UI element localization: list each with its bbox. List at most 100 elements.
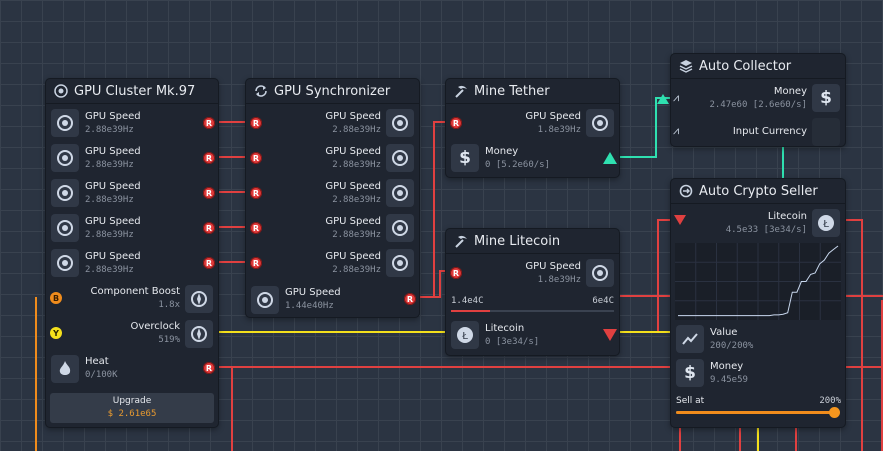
heat-value: 0/100K bbox=[85, 370, 118, 380]
output-value: 2.88e39Hz bbox=[85, 160, 134, 170]
output-value: 2.88e39Hz bbox=[85, 195, 134, 205]
input-value: 2.88e39Hz bbox=[332, 160, 381, 170]
node-title: Auto Collector bbox=[699, 58, 792, 74]
dollar-icon: $ bbox=[812, 84, 840, 112]
price-chart-svg bbox=[675, 243, 841, 320]
auto-crypto-seller-node[interactable]: Auto Crypto Seller Litecoin 4.5e33 [3e34… bbox=[670, 178, 846, 428]
node-header[interactable]: Auto Crypto Seller bbox=[671, 179, 845, 204]
sync-icon bbox=[254, 84, 268, 98]
price-chart bbox=[675, 243, 841, 320]
input-port[interactable]: R bbox=[250, 152, 262, 164]
output-value: 2.88e39Hz bbox=[85, 230, 134, 240]
output-value: 2.88e39Hz bbox=[85, 265, 134, 275]
boost-value: 1.8x bbox=[158, 300, 180, 310]
money-input: ⩘ Money 2.47e60 [2.6e60/s] $ bbox=[657, 82, 845, 115]
node-header[interactable]: Mine Litecoin bbox=[446, 229, 619, 254]
input-label: GPU Speed bbox=[525, 261, 581, 272]
money-output: $ Money 9.45e59 bbox=[671, 357, 845, 390]
litecoin-output-port[interactable] bbox=[603, 329, 617, 341]
value-value: 200/200% bbox=[710, 341, 754, 351]
input-value: 2.88e39Hz bbox=[332, 195, 381, 205]
upgrade-label: Upgrade bbox=[112, 396, 152, 406]
input-port[interactable]: R bbox=[250, 257, 262, 269]
output-value: 2.88e39Hz bbox=[85, 125, 134, 135]
mining-progress-fill bbox=[451, 310, 491, 312]
mine-tether-node[interactable]: Mine Tether R GPU Speed 1.8e39Hz $ Money… bbox=[445, 78, 620, 178]
sell-at-value: 200% bbox=[819, 396, 841, 406]
output-port[interactable]: R bbox=[203, 187, 215, 199]
input-label: GPU Speed bbox=[325, 111, 381, 122]
dollar-icon: $ bbox=[676, 359, 704, 387]
input-value: 2.88e39Hz bbox=[332, 230, 381, 240]
litecoin-input-port[interactable] bbox=[674, 215, 686, 225]
input-value: 1.8e39Hz bbox=[537, 125, 581, 135]
progress-min: 1.4e4C bbox=[451, 296, 484, 306]
gpu-speed-output-5: GPU Speed 2.88e39Hz R bbox=[46, 247, 218, 280]
gpu-speed-output-4: GPU Speed 2.88e39Hz R bbox=[46, 212, 218, 245]
price-series-line bbox=[678, 245, 839, 317]
gpu-icon bbox=[51, 249, 79, 277]
dollar-icon: $ bbox=[451, 144, 479, 172]
gpu-speed-input-4: R GPU Speed 2.88e39Hz bbox=[246, 212, 419, 245]
output-port[interactable]: R bbox=[203, 257, 215, 269]
gpu-synchronizer-node[interactable]: GPU Synchronizer R GPU Speed 2.88e39Hz R… bbox=[245, 78, 420, 318]
tether-icon: ⩘ bbox=[673, 91, 680, 104]
input-port[interactable]: R bbox=[450, 117, 462, 129]
gpu-icon bbox=[386, 214, 414, 242]
pickaxe-icon bbox=[454, 234, 468, 248]
output-port[interactable]: R bbox=[203, 152, 215, 164]
input-value: 1.8e39Hz bbox=[537, 275, 581, 285]
fan-icon bbox=[185, 320, 213, 348]
gpu-icon bbox=[51, 214, 79, 242]
output-label: GPU Speed bbox=[85, 111, 141, 122]
mine-litecoin-node[interactable]: Mine Litecoin R GPU Speed 1.8e39Hz 1.4e4… bbox=[445, 228, 620, 356]
gpu-icon bbox=[251, 286, 279, 314]
litecoin-icon: Ł bbox=[451, 321, 479, 349]
gpu-icon bbox=[386, 179, 414, 207]
gpu-speed-input-1: R GPU Speed 2.88e39Hz bbox=[246, 107, 419, 140]
node-header[interactable]: GPU Synchronizer bbox=[246, 79, 419, 104]
node-header[interactable]: GPU Cluster Mk.97 bbox=[46, 79, 218, 104]
overclock-input-port[interactable]: Y bbox=[50, 327, 62, 339]
output-port[interactable]: R bbox=[203, 222, 215, 234]
value-row: Value 200/200% bbox=[671, 323, 845, 356]
output-port[interactable]: R bbox=[404, 293, 416, 305]
svg-text:Ł: Ł bbox=[461, 331, 468, 342]
upgrade-cost: $ 2.61e65 bbox=[107, 409, 157, 419]
output-label: GPU Speed bbox=[85, 146, 141, 157]
litecoin-label: Litecoin bbox=[767, 211, 807, 222]
gpu-icon bbox=[51, 144, 79, 172]
input-value: 2.88e39Hz bbox=[332, 125, 381, 135]
input-label: GPU Speed bbox=[525, 111, 581, 122]
money-output-port[interactable] bbox=[603, 152, 617, 164]
input-port[interactable]: R bbox=[450, 267, 462, 279]
gpu-speed-input-2: R GPU Speed 2.88e39Hz bbox=[246, 142, 419, 175]
value-label: Value bbox=[710, 327, 738, 338]
heat-label: Heat bbox=[85, 356, 109, 367]
fan-icon bbox=[185, 285, 213, 313]
sell-at-slider-knob[interactable] bbox=[829, 407, 840, 418]
money-input-port[interactable] bbox=[657, 94, 669, 104]
boost-input-port[interactable]: B bbox=[50, 292, 62, 304]
input-port[interactable]: R bbox=[250, 222, 262, 234]
node-header[interactable]: Auto Collector bbox=[671, 54, 845, 79]
overclock-input: Y Overclock 519% bbox=[46, 319, 218, 352]
input-port[interactable]: R bbox=[250, 187, 262, 199]
overclock-label: Overclock bbox=[130, 321, 180, 332]
heat-output-port[interactable]: R bbox=[203, 362, 215, 374]
money-value: 2.47e60 [2.6e60/s] bbox=[709, 100, 807, 110]
auto-collector-node[interactable]: Auto Collector ⩘ Money 2.47e60 [2.6e60/s… bbox=[657, 53, 846, 147]
node-title: Mine Litecoin bbox=[474, 233, 561, 249]
money-value: 9.45e59 bbox=[710, 375, 748, 385]
sell-at-slider[interactable] bbox=[676, 411, 835, 414]
output-label: GPU Speed bbox=[85, 251, 141, 262]
node-header[interactable]: Mine Tether bbox=[446, 79, 619, 104]
node-title: GPU Cluster Mk.97 bbox=[74, 83, 196, 99]
input-port[interactable]: R bbox=[250, 117, 262, 129]
output-port[interactable]: R bbox=[203, 117, 215, 129]
gpu-cluster-node[interactable]: GPU Cluster Mk.97 GPU Speed 2.88e39Hz R … bbox=[45, 78, 219, 428]
seller-icon bbox=[679, 184, 693, 198]
gpu-icon bbox=[586, 109, 614, 137]
upgrade-button[interactable]: Upgrade $ 2.61e65 bbox=[50, 393, 214, 423]
empty-slot[interactable] bbox=[812, 118, 840, 146]
